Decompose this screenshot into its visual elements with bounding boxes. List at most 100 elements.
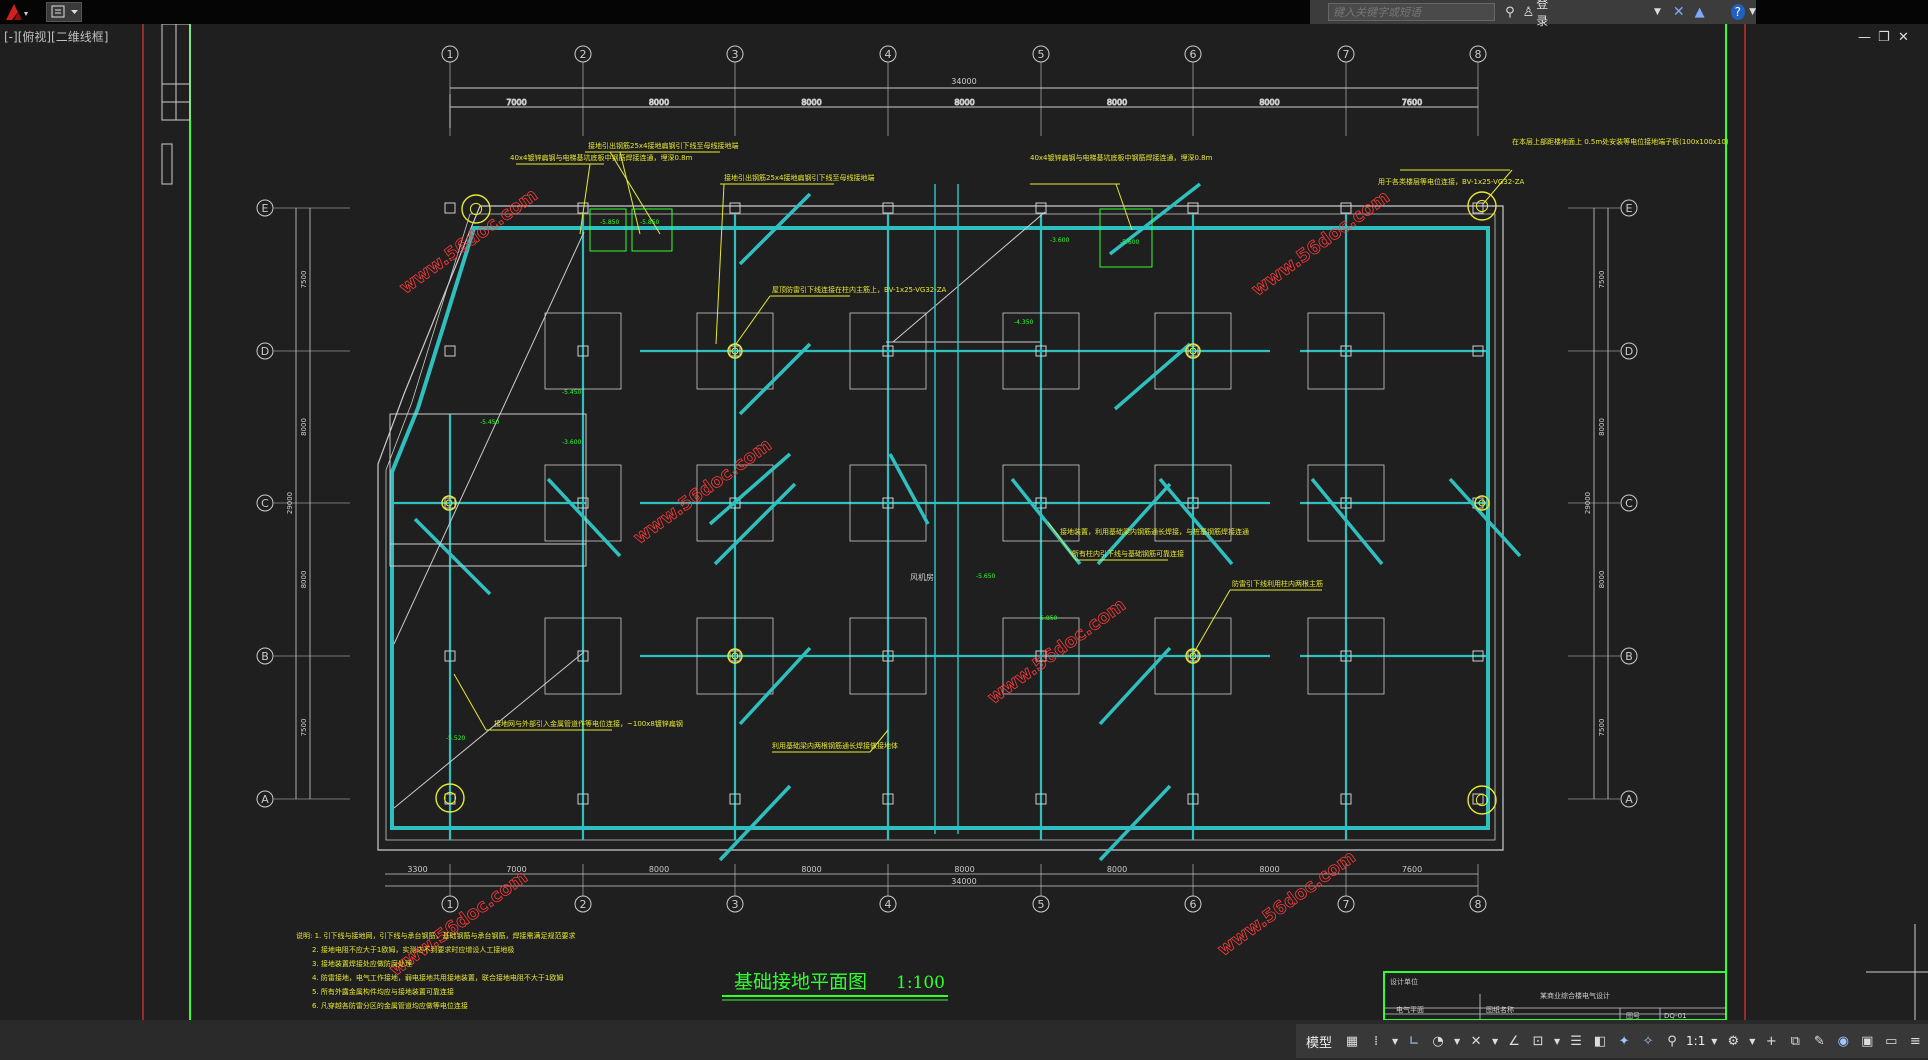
dim-text: 29000 [286, 492, 294, 514]
column [1035, 202, 1047, 214]
column [577, 345, 589, 357]
ground-rod [738, 646, 812, 726]
lineweight-icon[interactable]: ☰ [1570, 1033, 1582, 1049]
axis-label: 2 [580, 48, 587, 61]
title-block [1383, 971, 1727, 1020]
dim-text: 29000 [1584, 492, 1592, 514]
axis-bubble [256, 199, 274, 217]
minimize-icon[interactable]: — [1858, 30, 1871, 45]
titleblock-text: DQ-01 [1664, 1012, 1687, 1020]
gear-icon[interactable]: ⚙ [1727, 1033, 1740, 1049]
login-button[interactable]: 登录 [1536, 0, 1549, 28]
axis-label: 8 [1475, 48, 1482, 61]
ground-rod [888, 453, 930, 525]
annotation-text: 接地引出钢筋25x4接地扁钢引下线至母线接地端 [724, 173, 875, 182]
app-menu-button[interactable] [0, 0, 34, 24]
annotation-visibility-icon[interactable]: ✧ [1642, 1033, 1654, 1049]
exchange-icon[interactable]: ✕ [1672, 4, 1685, 20]
chevron-down-icon[interactable]: ▼ [1711, 1036, 1718, 1046]
a360-icon[interactable]: ▲ [1694, 4, 1705, 20]
transparency-icon[interactable]: ◧ [1593, 1033, 1607, 1049]
grounding-point [1474, 495, 1490, 511]
grid-icon[interactable]: ▦ [1345, 1033, 1359, 1049]
clean-screen-icon[interactable]: ▣ [1861, 1033, 1874, 1049]
annotation-scale[interactable]: 1:1 [1686, 1034, 1706, 1048]
ucs-icon[interactable]: ⊡ [1532, 1033, 1544, 1049]
dim-text: 7600 [1402, 98, 1422, 107]
dim-text: 8000 [649, 865, 669, 874]
fullscreen-icon[interactable]: ▭ [1885, 1033, 1898, 1049]
snap-icon[interactable]: ⁞ [1373, 1033, 1379, 1049]
note-line: 2. 接地电阻不应大于1欧姆，实测达不到要求时应增设人工接地极 [312, 945, 514, 954]
column [1187, 793, 1199, 805]
chevron-down-icon[interactable]: ▼ [1653, 7, 1661, 17]
person-icon[interactable]: ⚲ [1667, 1033, 1677, 1049]
column [729, 202, 741, 214]
search-input[interactable] [1328, 3, 1496, 21]
pile-cap [1307, 617, 1385, 695]
axis-label: 1 [447, 48, 454, 61]
ortho-icon[interactable]: ∟ [1408, 1033, 1420, 1049]
customization-icon[interactable]: ≡ [1909, 1033, 1921, 1049]
axis-label: 1 [447, 898, 454, 911]
building-outline [377, 205, 1504, 851]
dim-text: 3300 [407, 865, 427, 874]
axis-label: D [261, 345, 269, 358]
plus-icon[interactable]: + [1765, 1033, 1777, 1049]
chevron-down-icon[interactable]: ▼ [1749, 1036, 1756, 1046]
dim-text: 8000 [1598, 571, 1606, 589]
column [444, 497, 456, 509]
status-tools: 模型 ▦ ⁞ ▼ ∟ ◔ ▼ ✕ ▼ ∠ ⊡ ▼ ☰ ◧ ✦ ✧ ⚲ 1:1 ▼… [1296, 1024, 1928, 1058]
chevron-down-icon[interactable]: ▼ [1553, 1036, 1561, 1046]
dim-text: 7500 [300, 271, 308, 289]
grounding-point [441, 495, 457, 511]
pile-cap [1307, 312, 1385, 390]
axis-bubble [1620, 199, 1638, 217]
restore-icon[interactable]: ❐ [1878, 30, 1890, 45]
watermark: www.56doc.com [396, 185, 542, 299]
hardware-accel-icon[interactable]: ◉ [1837, 1033, 1849, 1049]
interior-lines [389, 184, 1046, 834]
angle-icon[interactable]: ∠ [1508, 1033, 1520, 1049]
drawing-scale: 1:100 [896, 973, 945, 993]
titleblock-text: 图纸名称 [1486, 1005, 1514, 1014]
chevron-down-icon[interactable]: ▼ [1491, 1036, 1499, 1046]
viewport-controls[interactable]: [-][俯视][二维线框] [4, 30, 109, 44]
close-icon[interactable]: ✕ [1898, 30, 1909, 45]
column [444, 650, 456, 662]
quick-access-button[interactable] [46, 2, 82, 22]
titleblock-text: 图号 [1626, 1012, 1640, 1020]
pile-cap [544, 464, 622, 542]
note-line: 说明: 1. 引下线与接地网，引下线与承台钢筋，基础钢筋与承台钢筋，焊接需满足规… [296, 931, 576, 940]
binoculars-icon[interactable]: ⚲ [1505, 4, 1515, 20]
dim-text: 8000 [300, 571, 308, 589]
ground-rod [738, 192, 812, 266]
annotation-scale-icon[interactable]: ✦ [1618, 1033, 1630, 1049]
titleblock-text: 设计单位 [1390, 977, 1418, 986]
axis-bubble [256, 342, 274, 360]
axis-label: 5 [1038, 898, 1045, 911]
user-icon: ♙ [1522, 4, 1535, 20]
pile-cap [696, 617, 774, 695]
chevron-down-icon[interactable]: ▼ [1749, 7, 1757, 17]
column [882, 793, 894, 805]
axis-bubble [256, 494, 274, 512]
pile-cap [544, 312, 622, 390]
workspace-switch-icon[interactable]: ⧉ [1790, 1033, 1800, 1049]
column [1340, 497, 1352, 509]
ground-rod [413, 517, 492, 596]
note-line: 5. 所有外露金属构件均应与接地装置可靠连接 [312, 987, 454, 996]
column [729, 497, 741, 509]
osnap-icon[interactable]: ✕ [1470, 1033, 1482, 1049]
pile-cap [849, 617, 927, 695]
chevron-down-icon[interactable]: ▼ [1453, 1036, 1461, 1046]
chevron-down-icon[interactable]: ▼ [1391, 1036, 1399, 1046]
autocad-logo-icon [6, 4, 28, 20]
elevation-mark: -5.450 [562, 389, 582, 396]
polar-icon[interactable]: ◔ [1432, 1033, 1444, 1049]
isolate-icon[interactable]: ✎ [1813, 1033, 1825, 1049]
model-tab[interactable]: 模型 [1306, 1035, 1333, 1051]
help-icon[interactable]: ? [1730, 4, 1746, 20]
column [444, 345, 456, 357]
